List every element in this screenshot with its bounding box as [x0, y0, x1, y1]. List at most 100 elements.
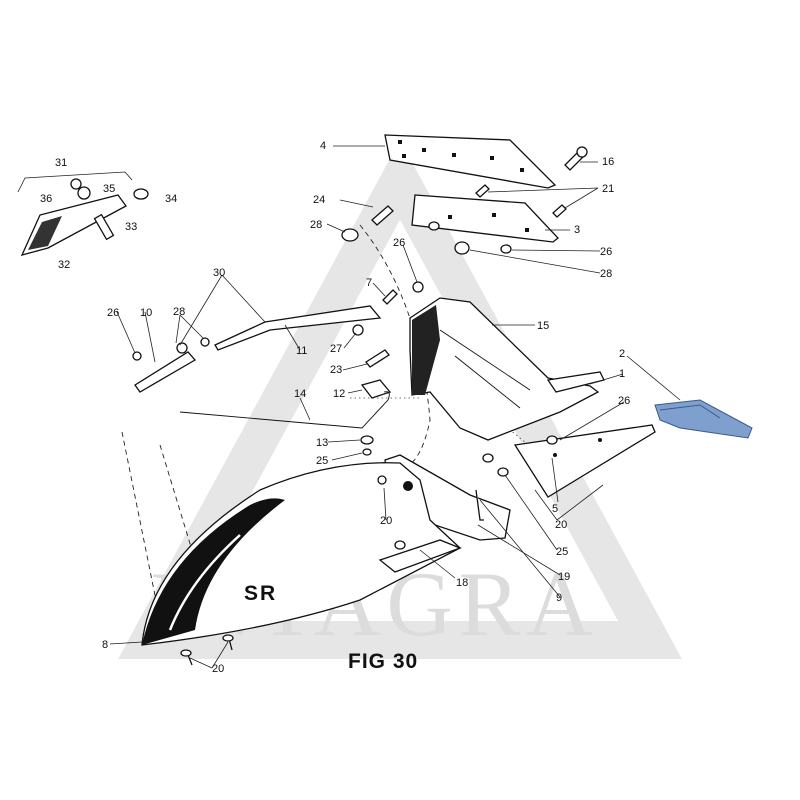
- part-15-ridge-2: [454, 355, 521, 409]
- part-25-nut-a: [362, 448, 372, 456]
- callout-12: 12: [333, 388, 345, 400]
- part-8-mouldboard: SR: [141, 462, 462, 666]
- part-20-bolt-c: [222, 634, 234, 642]
- part-5-hole-a: [553, 453, 557, 457]
- part-20-bolt-a: [377, 475, 387, 485]
- part-12-clip: [360, 379, 392, 399]
- part-8-mouldboard-body: [141, 462, 462, 646]
- part-4-holes: [398, 140, 524, 172]
- callout-21: 21: [602, 183, 614, 195]
- part-35-nut: [77, 186, 91, 200]
- part-27-nut: [352, 324, 364, 336]
- part-4-plate: [384, 134, 557, 189]
- part-15-frog: [409, 297, 600, 441]
- callout-24: 24: [313, 194, 325, 206]
- callout-8: 8: [102, 639, 108, 651]
- figure-title: FIG 30: [348, 650, 418, 673]
- callout-28c: 28: [173, 306, 185, 318]
- part-26-nut-a: [428, 221, 440, 231]
- callout-3: 3: [574, 224, 580, 236]
- part-25-nut-b: [482, 453, 494, 463]
- callout-28a: 28: [310, 219, 322, 231]
- callout-23: 23: [330, 364, 342, 376]
- callout-1: 1: [619, 368, 625, 380]
- part-28-nut-c: [176, 342, 188, 354]
- fasteners-top: [341, 146, 588, 293]
- callout-25a: 25: [316, 455, 328, 467]
- part-15-ridge: [439, 329, 531, 391]
- callout-25b: 25: [556, 546, 568, 558]
- callout-14: 14: [294, 388, 306, 400]
- part-34-washer: [133, 188, 149, 200]
- assembly-line-left-2: [159, 444, 196, 561]
- callout-11: 11: [296, 345, 307, 357]
- part-20-bolt-head: [403, 481, 413, 491]
- callout-18: 18: [456, 577, 468, 589]
- callout-labels: 31 36 35 34 33 32 4 16 21 24 3 28 26 26 …: [40, 140, 630, 675]
- part-2-point: [654, 399, 753, 439]
- part-25-nut-c: [497, 467, 509, 477]
- assembly-line-left-1: [121, 431, 161, 621]
- callout-31: 31: [55, 157, 67, 169]
- callout-4: 4: [320, 140, 326, 152]
- callout-20b: 20: [380, 515, 392, 527]
- callout-20a: 20: [555, 519, 567, 531]
- part-3-plate: [411, 194, 559, 243]
- part-26-nut-c: [412, 281, 424, 293]
- part-26-nut-e: [546, 435, 558, 445]
- callout-13: 13: [316, 437, 328, 449]
- assembly-line-center: [359, 224, 431, 471]
- leader-lines: [109, 145, 681, 669]
- part-28-nut-b: [454, 241, 470, 255]
- callout-15: 15: [537, 320, 549, 332]
- part-18-bolt: [394, 540, 406, 550]
- part-2-share-point: [654, 399, 753, 439]
- part-26-nut-d: [132, 351, 142, 361]
- callout-26b: 26: [600, 246, 612, 258]
- callout-5: 5: [552, 503, 558, 515]
- part-33-bolt: [93, 213, 115, 241]
- callout-16: 16: [602, 156, 614, 168]
- callout-7: 7: [366, 277, 372, 289]
- part-10-bracket: [134, 351, 197, 393]
- part-23-bolt: [365, 349, 390, 368]
- callout-26d: 26: [618, 395, 630, 407]
- part-26-nut-b: [500, 244, 512, 254]
- stay-assembly: [132, 289, 398, 399]
- callout-27: 27: [330, 343, 342, 355]
- callout-30: 30: [213, 267, 225, 279]
- part-21-bolt-b: [552, 204, 567, 218]
- part-36-nut: [70, 178, 82, 190]
- mouldboard-mark: SR: [244, 582, 277, 605]
- part-14-rod: [179, 391, 390, 429]
- part-group-31: [17, 171, 149, 256]
- callout-20c: 20: [212, 663, 224, 675]
- callout-33: 33: [125, 221, 137, 233]
- part-5-hole-b: [598, 438, 602, 442]
- part-21-bolt-a: [475, 184, 490, 198]
- callout-10: 10: [140, 307, 152, 319]
- callout-9: 9: [556, 592, 562, 604]
- frog-assembly: [409, 297, 605, 441]
- part-16-bolt-head: [576, 146, 588, 158]
- part-15-frog-shade: [412, 305, 440, 395]
- callout-28b: 28: [600, 268, 612, 280]
- callout-19: 19: [558, 571, 570, 583]
- part-7-bolt: [382, 289, 398, 305]
- top-plates: [384, 134, 559, 243]
- part-28-nut-a: [341, 228, 359, 242]
- part-32-knife-edge: [28, 216, 62, 250]
- callout-34: 34: [165, 193, 177, 205]
- callout-32: 32: [58, 259, 70, 271]
- callout-35: 35: [103, 183, 115, 195]
- part-8-mouldboard-shade: [142, 498, 285, 645]
- part-9-bolt: [475, 489, 484, 521]
- part-18-landside: [378, 539, 462, 573]
- part-20-bolt-b: [180, 649, 192, 657]
- callout-26c: 26: [107, 307, 119, 319]
- callout-36: 36: [40, 193, 52, 205]
- part-13-washer: [360, 435, 374, 445]
- part-3-holes: [448, 213, 529, 232]
